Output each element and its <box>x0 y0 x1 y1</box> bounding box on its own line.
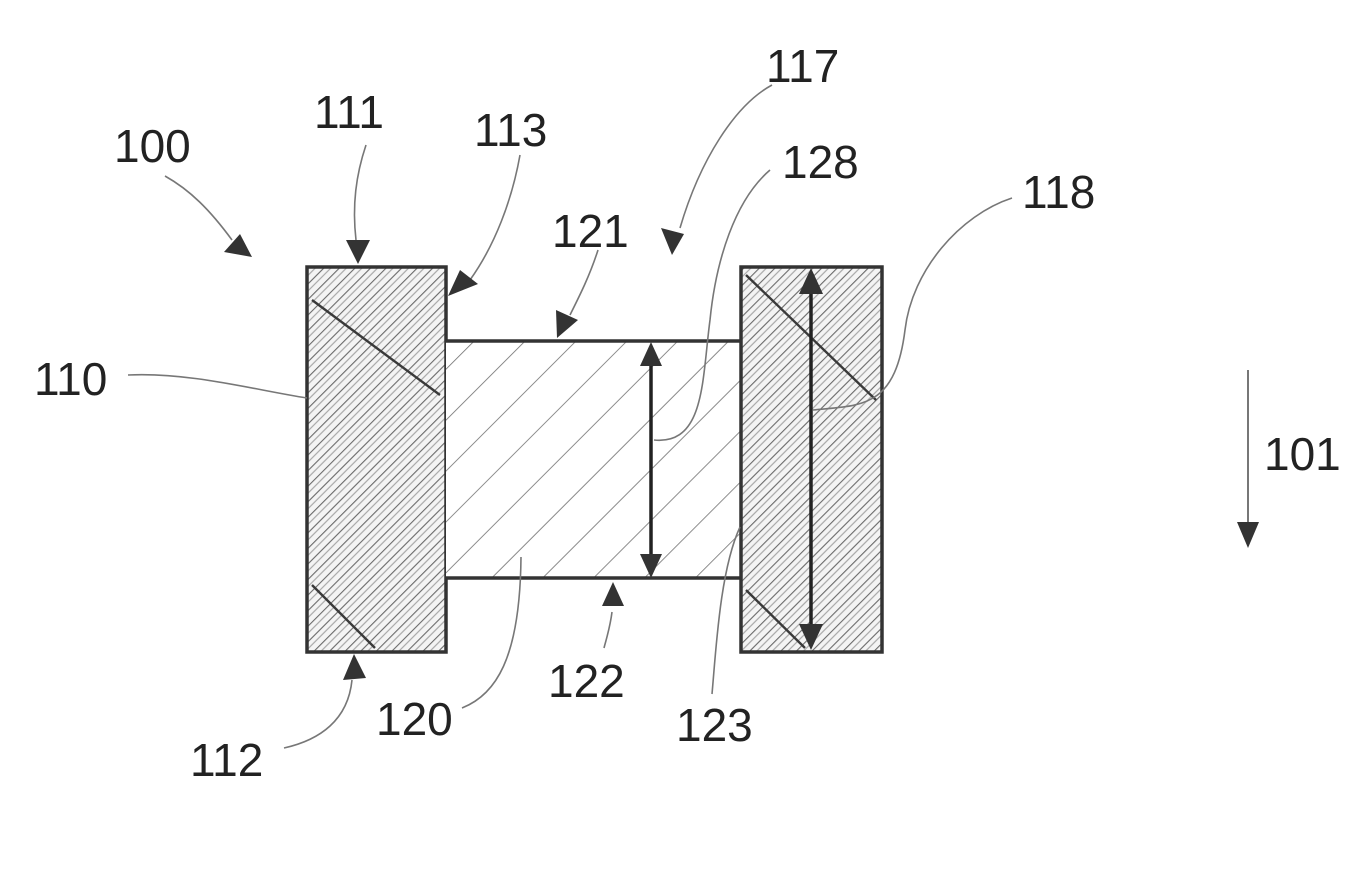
middle-layer <box>446 341 741 578</box>
label-left-block-top: 111 <box>314 86 384 138</box>
left-block <box>307 267 446 652</box>
label-left-block-bottom: 112 <box>190 734 263 786</box>
label-right-block-height: 118 <box>1022 166 1095 218</box>
label-middle-layer-bottom: 122 <box>548 655 625 707</box>
label-direction: 101 <box>1264 428 1341 480</box>
label-middle-layer: 120 <box>376 693 453 745</box>
label-left-block-inner-face: 113 <box>474 104 547 156</box>
label-middle-layer-side: 123 <box>676 699 753 751</box>
label-left-block: 110 <box>34 353 107 405</box>
direction-arrow <box>1237 370 1259 548</box>
label-right-block: 117 <box>766 40 839 92</box>
label-device: 100 <box>114 120 191 172</box>
label-middle-layer-height: 128 <box>782 136 859 188</box>
label-middle-layer-top: 121 <box>552 205 629 257</box>
